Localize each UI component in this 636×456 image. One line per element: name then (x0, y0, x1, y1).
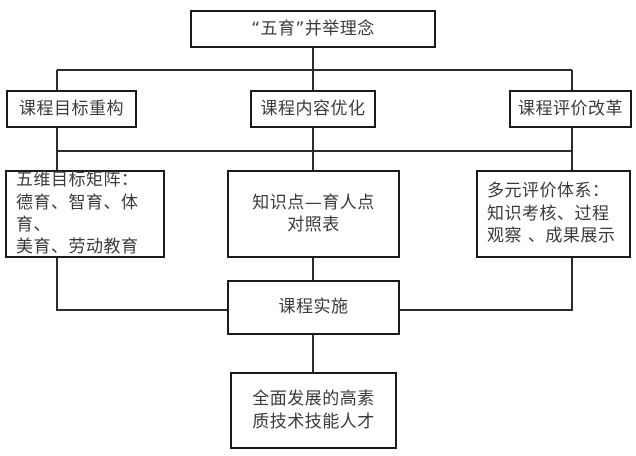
node-root[interactable]: “五育”并举理念 (190, 10, 436, 48)
node-pillar-evaluation-label: 课程评价改革 (518, 98, 623, 119)
node-detail-goal-label: 五维目标矩阵： 德育、智育、体育、 美育、劳动教育 (16, 170, 139, 258)
node-root-label: “五育”并举理念 (251, 18, 375, 39)
node-pillar-evaluation[interactable]: 课程评价改革 (509, 90, 632, 128)
node-pillar-goal[interactable]: 课程目标重构 (6, 90, 137, 128)
node-pillar-content[interactable]: 课程内容优化 (250, 90, 376, 128)
node-detail-content-label: 知识点—育人点 对照表 (252, 192, 375, 235)
node-outcome-label: 全面发展的高素 质技术技能人才 (252, 389, 375, 432)
node-detail-evaluation[interactable]: 多元评价体系： 知识考核、过程 观察 、成果展示 (476, 170, 631, 258)
node-pillar-content-label: 课程内容优化 (260, 98, 366, 119)
node-detail-evaluation-label: 多元评价体系： 知识考核、过程 观察 、成果展示 (487, 181, 616, 247)
edge-detailgoal-to-implementation (56, 258, 227, 311)
node-outcome[interactable]: 全面发展的高素 质技术技能人才 (230, 372, 397, 449)
node-detail-content[interactable]: 知识点—育人点 对照表 (227, 170, 400, 258)
edge-detaileval-to-implementation (400, 258, 573, 311)
node-pillar-goal-label: 课程目标重构 (19, 98, 124, 119)
node-implementation-label: 课程实施 (278, 297, 349, 318)
node-implementation[interactable]: 课程实施 (227, 280, 400, 335)
node-detail-goal[interactable]: 五维目标矩阵： 德育、智育、体育、 美育、劳动教育 (5, 170, 165, 258)
